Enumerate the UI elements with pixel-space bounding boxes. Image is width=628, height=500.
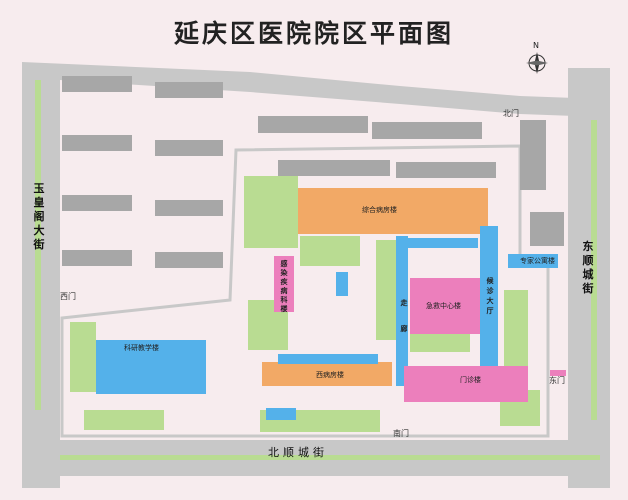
residential-blocks bbox=[62, 76, 564, 268]
lawn bbox=[504, 290, 528, 370]
road-label-west: 玉皇阁大街 bbox=[33, 182, 45, 251]
road-label-south: 北顺城街 bbox=[268, 446, 328, 459]
gate-south: 南门 bbox=[393, 429, 409, 438]
label-west-ward: 西病房楼 bbox=[316, 371, 344, 379]
gate-north: 北门 bbox=[503, 109, 519, 118]
outpatient-building bbox=[404, 366, 528, 402]
road-label-east: 东顺城街 bbox=[582, 240, 594, 295]
label-corridor: 走廊 bbox=[400, 299, 408, 333]
label-general-ward: 综合病房楼 bbox=[362, 206, 397, 214]
west-ward-building bbox=[262, 362, 392, 386]
lawn bbox=[300, 236, 360, 266]
label-outpatient: 门诊楼 bbox=[460, 376, 481, 384]
parking-strip bbox=[278, 160, 390, 176]
gate-east: 东门 bbox=[549, 376, 565, 385]
parking-strip bbox=[396, 162, 496, 178]
east-gate-marker bbox=[550, 370, 566, 376]
north-road bbox=[22, 62, 575, 116]
west-median bbox=[35, 80, 41, 410]
lawn bbox=[244, 176, 298, 248]
lawn bbox=[70, 322, 96, 392]
infectious-building bbox=[274, 256, 294, 312]
lawn bbox=[376, 240, 396, 340]
label-emergency: 急救中心楼 bbox=[426, 302, 461, 310]
east-median bbox=[591, 120, 597, 420]
map-title: 延庆区医院院区平面图 bbox=[173, 19, 454, 48]
label-infectious: 感染疾病科楼 bbox=[280, 260, 288, 313]
compass-icon bbox=[526, 52, 548, 74]
general-ward-building bbox=[298, 188, 488, 234]
compass-label: N bbox=[533, 41, 539, 50]
label-expert-apartment: 专家公寓楼 bbox=[520, 257, 555, 265]
label-waiting-hall: 候诊大厅 bbox=[486, 277, 494, 315]
east-road bbox=[568, 68, 610, 488]
blue-structures bbox=[96, 226, 558, 420]
label-research: 科研教学楼 bbox=[124, 344, 159, 352]
gate-west: 西门 bbox=[60, 292, 76, 301]
lawn bbox=[84, 410, 164, 430]
emergency-building bbox=[410, 278, 480, 334]
south-median bbox=[60, 455, 600, 460]
